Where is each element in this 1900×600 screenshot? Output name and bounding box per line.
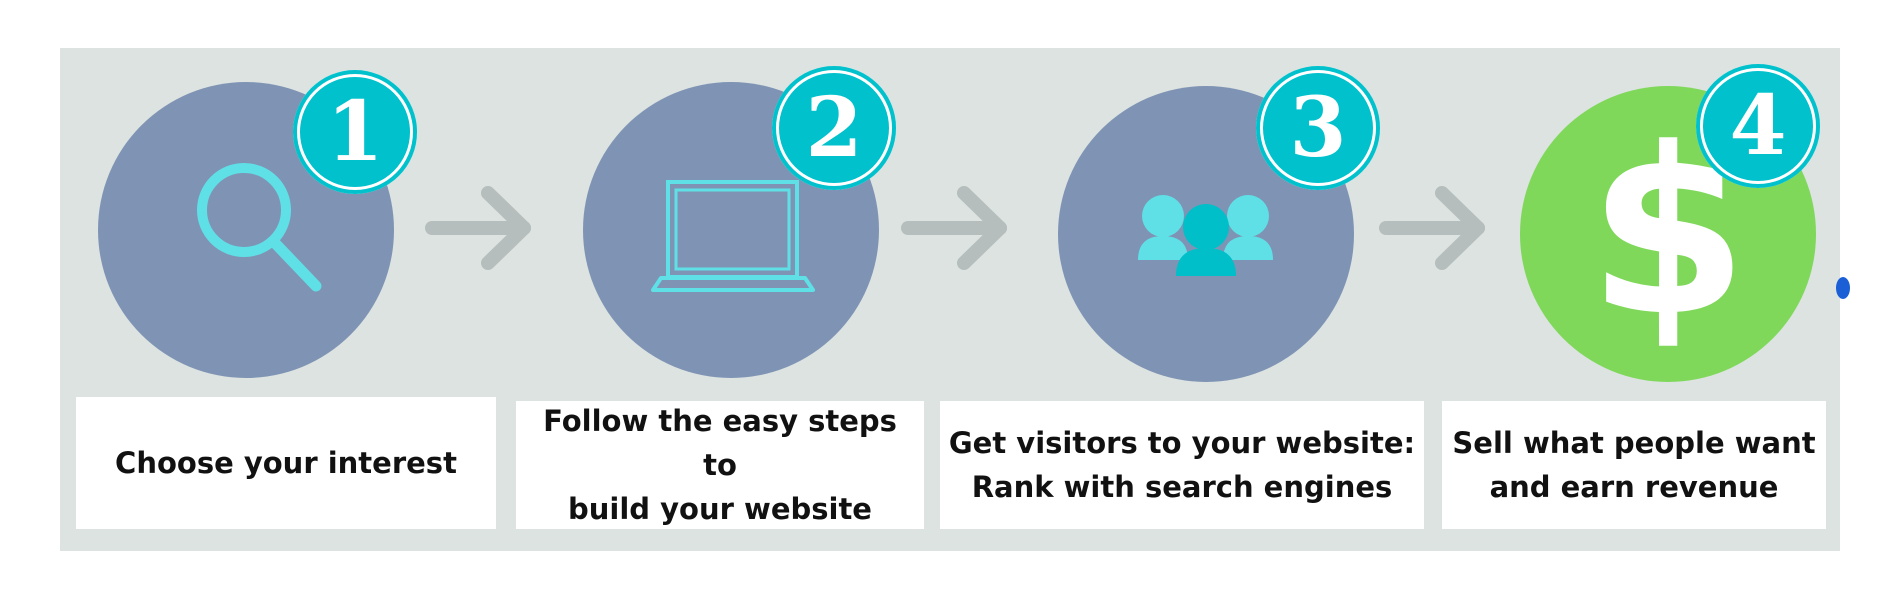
- arrow-right-icon: [1379, 186, 1485, 270]
- laptop-icon: [651, 180, 815, 292]
- step-1-badge: 1: [293, 70, 417, 194]
- step-1-text: Choose your interest: [76, 397, 496, 529]
- step-3-text: Get visitors to your website: Rank with …: [940, 401, 1424, 529]
- edge-dot: [1836, 277, 1850, 299]
- step-3-number: 3: [1289, 80, 1347, 176]
- step-4-text: Sell what people want and earn revenue: [1442, 401, 1826, 529]
- step-1-number: 1: [326, 84, 384, 180]
- step-2-text: Follow the easy steps to build your webs…: [516, 401, 924, 529]
- step-3-badge: 3: [1256, 66, 1380, 190]
- magnifier-icon: [197, 163, 322, 292]
- arrow-right-icon: [425, 186, 531, 270]
- step-3-circle: [1058, 86, 1354, 382]
- users-icon: [1138, 195, 1273, 276]
- arrow-right-icon: [901, 186, 1007, 270]
- step-2-number: 2: [805, 80, 863, 176]
- step-4-badge: 4: [1696, 64, 1820, 188]
- step-4-number: 4: [1729, 78, 1787, 174]
- step-2-badge: 2: [772, 66, 896, 190]
